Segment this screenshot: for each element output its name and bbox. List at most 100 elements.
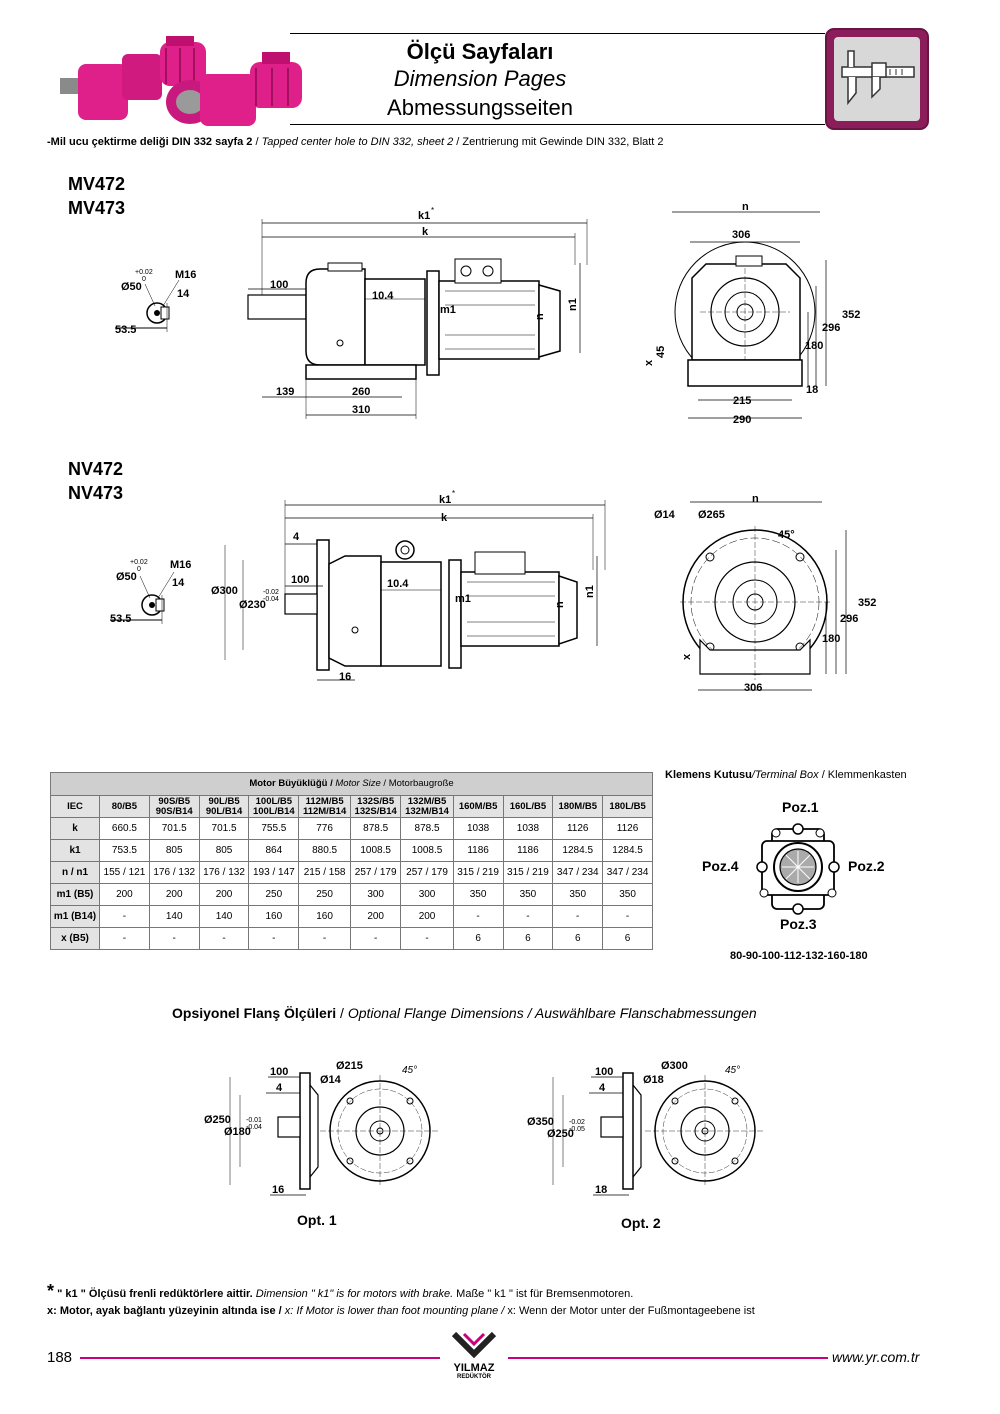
flange-option-1-drawing: 100 4 Ø250 Ø180 -0.01 -0.04 16 Ø215 Ø14 … <box>204 1060 440 1196</box>
yilmaz-logo: YILMAZ REDÜKTÖR <box>440 1331 508 1382</box>
dim-k1: k1 <box>418 210 430 222</box>
table-cell: - <box>99 905 150 928</box>
table-cell: 215 / 158 <box>298 861 351 884</box>
table-cell: 155 / 121 <box>99 861 150 884</box>
flange-option-1-label: Opt. 1 <box>297 1212 337 1228</box>
dim-d300: Ø300 <box>211 585 238 597</box>
dim-180-2: 180 <box>822 633 840 645</box>
table-col-header: 160M/B5 <box>452 795 504 818</box>
table-col-header: 80/B5 <box>99 795 150 818</box>
table-cell: 880.5 <box>298 839 351 862</box>
table-cell: 200 <box>400 905 454 928</box>
shaft-end-drawing-1: Ø50 +0.02 0 M16 14 53.5 <box>115 269 196 336</box>
table-row-label: m1 (B14) <box>50 905 100 928</box>
table-cell: 776 <box>298 817 351 840</box>
table-cell: 1008.5 <box>349 839 402 862</box>
shaft-height-label-2: 53.5 <box>110 613 131 625</box>
dim-x-2: x <box>681 653 693 660</box>
shaft-end-drawing-2: Ø50 +0.02 0 M16 14 53.5 <box>110 559 191 625</box>
dim-n-2: n <box>554 601 566 608</box>
shaft-diameter-label-2: Ø50 <box>116 571 137 583</box>
shaft-key-label: 14 <box>177 288 190 300</box>
table-cell: 193 / 147 <box>248 861 300 884</box>
table-cell: - <box>502 905 554 928</box>
table-col-header: 90S/B5 90S/B14 <box>148 795 200 818</box>
table-cell: 864 <box>248 839 300 862</box>
front-view-drawing-1: n 306 352 296 180 45 x 18 215 290 <box>643 201 860 426</box>
table-cell: - <box>552 905 604 928</box>
table-cell: 200 <box>148 883 200 906</box>
table-cell: 140 <box>198 905 250 928</box>
table-cell: 1126 <box>602 817 653 840</box>
dim-m1: m1 <box>440 304 456 316</box>
front-view-drawing-2: n Ø14 Ø265 45° 352 296 180 x 306 <box>654 493 876 694</box>
dim-16: 16 <box>339 671 351 683</box>
opt1-od: Ø250 <box>204 1114 231 1126</box>
table-cell: 350 <box>502 883 554 906</box>
table-cell: 1038 <box>452 817 504 840</box>
table-cell: 140 <box>148 905 200 928</box>
table-row-label: k <box>50 817 100 840</box>
dim-k1-2: k1 <box>439 494 451 506</box>
opt2-dim-4: 4 <box>599 1082 606 1094</box>
opt1-pilot: Ø180 <box>224 1126 251 1138</box>
model-label-mv473: MV473 <box>68 198 126 218</box>
table-col-header-iec: IEC <box>50 795 100 818</box>
shaft-diameter-label: Ø50 <box>121 281 142 293</box>
logo-text: YILMAZ <box>453 1362 495 1374</box>
table-cell: 347 / 234 <box>602 861 653 884</box>
table-cell: 300 <box>400 883 454 906</box>
footer-rule-right <box>508 1357 828 1359</box>
shaft-thread-label: M16 <box>175 269 196 281</box>
table-cell: - <box>298 927 351 950</box>
table-col-header: 100L/B5 100L/B14 <box>248 795 300 818</box>
opt2-hole: Ø18 <box>643 1074 664 1086</box>
table-col-header: 132M/B5 132M/B14 <box>400 795 454 818</box>
table-row-label: x (B5) <box>50 927 100 950</box>
table-cell: 200 <box>99 883 150 906</box>
opt2-od: Ø350 <box>527 1116 554 1128</box>
dim-296-2: 296 <box>840 613 858 625</box>
table-cell: 878.5 <box>400 817 454 840</box>
table-cell: 350 <box>452 883 504 906</box>
table-cell: 878.5 <box>349 817 402 840</box>
dim-306: 306 <box>732 229 750 241</box>
table-cell: 6 <box>552 927 604 950</box>
opt2-angle: 45° <box>725 1065 740 1076</box>
table-col-header: 160L/B5 <box>502 795 554 818</box>
table-title: Motor Büyüklüğü / Motor Size / Motorbaug… <box>50 772 653 796</box>
table-cell: 257 / 179 <box>349 861 402 884</box>
dim-296: 296 <box>822 322 840 334</box>
center-hole-note: -Mil ucu çektirme deliği DIN 332 sayfa 2… <box>47 136 664 148</box>
opt1-dim-16: 16 <box>272 1184 284 1196</box>
table-cell: 350 <box>552 883 604 906</box>
table-cell: 300 <box>349 883 402 906</box>
opt1-angle: 45° <box>402 1065 417 1076</box>
motor-size-table: Motor Büyüklüğü / Motor Size / Motorbaug… <box>50 772 653 950</box>
page-title-en: Dimension Pages <box>393 66 567 91</box>
table-cell: 1186 <box>452 839 504 862</box>
table-cell: 753.5 <box>99 839 150 862</box>
header-top-rule <box>290 33 825 34</box>
opt1-dim-4: 4 <box>276 1082 283 1094</box>
dim-d230: Ø230 <box>239 599 266 611</box>
table-cell: 176 / 132 <box>148 861 200 884</box>
svg-text:+0.02: +0.02 <box>130 559 148 566</box>
svg-text:*: * <box>452 490 455 498</box>
table-cell: - <box>349 927 402 950</box>
table-cell: 805 <box>198 839 250 862</box>
table-cell: 350 <box>602 883 653 906</box>
dim-306-2: 306 <box>744 682 762 694</box>
dim-n-front-2: n <box>752 493 759 505</box>
terminal-box-drawing: Poz.1 Poz.4 Poz.2 Poz.3 <box>702 799 885 932</box>
table-cell: 1126 <box>552 817 604 840</box>
dim-10-4: 10.4 <box>372 290 394 302</box>
table-cell: 755.5 <box>248 817 300 840</box>
dim-352: 352 <box>842 309 860 321</box>
